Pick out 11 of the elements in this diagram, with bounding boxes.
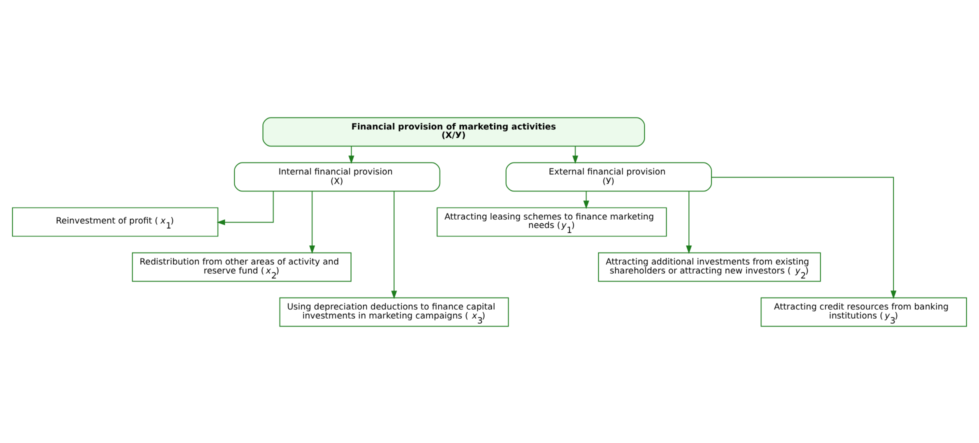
arrow xyxy=(711,176,896,298)
arrow xyxy=(348,145,354,164)
arrow xyxy=(309,190,316,254)
arrow xyxy=(686,190,692,254)
node-box: External financial provision (У) xyxy=(506,162,712,192)
node-box: Internal financial provision (X) xyxy=(234,162,440,192)
arrow xyxy=(572,145,578,164)
arrow xyxy=(583,190,590,208)
arrow xyxy=(391,190,398,299)
node-box: Financial provision of marketing activities (X/У) xyxy=(262,116,645,146)
arrow xyxy=(216,190,274,225)
